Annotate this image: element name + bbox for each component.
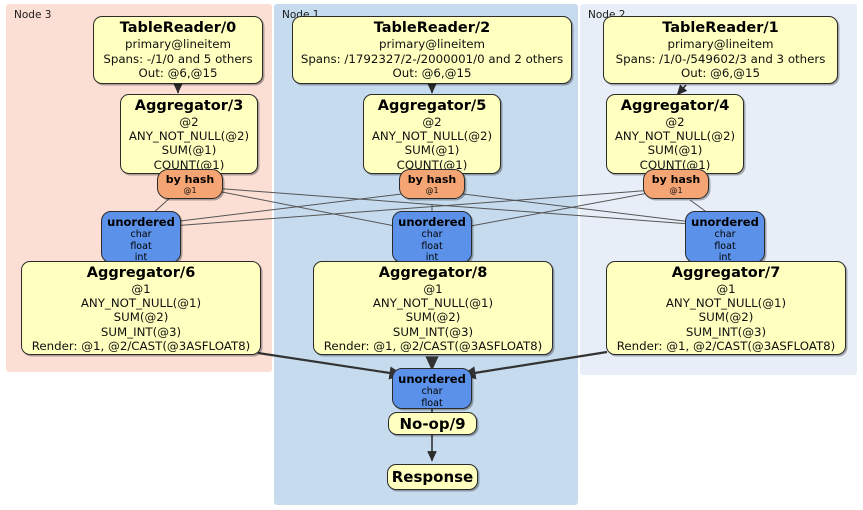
node-panel-label-node-3: Node 3 <box>14 9 52 21</box>
node-by-hash-left[interactable]: by hash @1 <box>157 169 223 199</box>
node-title: by hash <box>651 173 701 186</box>
node-line: float <box>714 240 736 252</box>
node-title: unordered <box>398 372 466 386</box>
node-line: @1 <box>183 186 197 195</box>
node-aggregator-7[interactable]: Aggregator/7 @1 ANY_NOT_NULL(@1) SUM(@2)… <box>606 261 846 355</box>
node-line: SUM_INT(@3) <box>685 324 767 339</box>
node-title: Aggregator/4 <box>620 98 730 114</box>
node-title: TableReader/0 <box>119 20 237 36</box>
node-line: Out: @6,@15 <box>392 66 472 80</box>
node-title: Aggregator/7 <box>671 265 781 281</box>
node-line: SUM_INT(@3) <box>100 324 182 339</box>
node-line: ANY_NOT_NULL(@1) <box>665 296 787 311</box>
node-line: primary@lineitem <box>667 37 774 51</box>
node-line: @1 <box>669 186 683 195</box>
node-line: ANY_NOT_NULL(@1) <box>80 296 202 311</box>
node-title: by hash <box>407 173 457 186</box>
node-title: No-op/9 <box>399 414 466 433</box>
node-unordered-final[interactable]: unordered char float <box>392 368 472 409</box>
node-unordered-right[interactable]: unordered char float int <box>685 211 765 263</box>
node-line: char <box>421 386 443 397</box>
node-line: Out: @6,@15 <box>138 66 218 80</box>
node-line: Out: @6,@15 <box>681 66 760 80</box>
node-line: Spans: -/1/0 and 5 others <box>103 51 253 66</box>
node-tablereader-0[interactable]: TableReader/0 primary@lineitem Spans: -/… <box>93 16 263 84</box>
node-line: @2 <box>422 115 442 129</box>
node-title: Aggregator/8 <box>378 265 488 281</box>
node-line: @2 <box>179 115 199 129</box>
node-line: Render: @1, @2/CAST(@3ASFLOAT8) <box>616 338 836 353</box>
node-line: COUNT(@1) <box>639 157 711 172</box>
node-line: COUNT(@1) <box>153 157 225 172</box>
node-line: SUM(@1) <box>161 143 217 158</box>
node-line: ANY_NOT_NULL(@2) <box>371 129 493 144</box>
node-line: @1 <box>131 282 151 296</box>
node-line: Spans: /1/0-/549602/3 and 3 others <box>615 51 826 66</box>
node-line: SUM(@2) <box>698 310 754 325</box>
node-line: @1 <box>716 282 736 296</box>
node-title: TableReader/2 <box>373 20 491 36</box>
node-title: TableReader/1 <box>662 20 779 36</box>
node-line: Render: @1, @2/CAST(@3ASFLOAT8) <box>323 338 543 353</box>
node-aggregator-4[interactable]: Aggregator/4 @2 ANY_NOT_NULL(@2) SUM(@1)… <box>606 94 744 174</box>
node-line: Render: @1, @2/CAST(@3ASFLOAT8) <box>31 338 251 353</box>
node-line: SUM(@1) <box>404 143 460 158</box>
node-line: COUNT(@1) <box>396 157 468 172</box>
node-line: @1 <box>423 282 443 296</box>
node-line: SUM_INT(@3) <box>392 324 474 339</box>
node-response[interactable]: Response <box>387 464 478 490</box>
node-title: Aggregator/3 <box>134 98 244 114</box>
node-aggregator-3[interactable]: Aggregator/3 @2 ANY_NOT_NULL(@2) SUM(@1)… <box>120 94 258 174</box>
node-aggregator-6[interactable]: Aggregator/6 @1 ANY_NOT_NULL(@1) SUM(@2)… <box>21 261 261 355</box>
node-title: Response <box>391 468 474 486</box>
node-line: char <box>421 229 443 240</box>
node-title: unordered <box>107 215 175 229</box>
node-line: float <box>130 240 152 252</box>
node-no-op-9[interactable]: No-op/9 <box>388 412 477 435</box>
node-line: int <box>425 252 439 263</box>
node-line: float <box>421 397 443 409</box>
node-line: @2 <box>665 115 685 129</box>
node-aggregator-8[interactable]: Aggregator/8 @1 ANY_NOT_NULL(@1) SUM(@2)… <box>313 261 553 355</box>
node-line: primary@lineitem <box>379 37 485 51</box>
node-unordered-middle[interactable]: unordered char float int <box>392 211 472 263</box>
node-line: char <box>714 229 736 240</box>
node-line: float <box>421 240 443 252</box>
node-aggregator-5[interactable]: Aggregator/5 @2 ANY_NOT_NULL(@2) SUM(@1)… <box>363 94 501 174</box>
node-line: ANY_NOT_NULL(@2) <box>614 129 736 144</box>
node-line: SUM(@2) <box>113 310 169 325</box>
node-title: by hash <box>165 173 215 186</box>
node-title: unordered <box>691 215 759 229</box>
node-line: SUM(@1) <box>647 143 703 158</box>
node-line: ANY_NOT_NULL(@2) <box>128 129 250 144</box>
node-line: SUM(@2) <box>405 310 461 325</box>
node-line: ANY_NOT_NULL(@1) <box>372 296 494 311</box>
node-by-hash-right[interactable]: by hash @1 <box>643 169 709 199</box>
node-line: char <box>130 229 152 240</box>
node-by-hash-middle[interactable]: by hash @1 <box>399 169 465 199</box>
node-title: Aggregator/5 <box>377 98 487 114</box>
node-line: Spans: /1792327/2-/2000001/0 and 2 other… <box>300 51 564 66</box>
node-line: @1 <box>425 186 439 195</box>
node-title: Aggregator/6 <box>86 265 196 281</box>
node-tablereader-2[interactable]: TableReader/2 primary@lineitem Spans: /1… <box>292 16 572 84</box>
node-line: int <box>134 252 148 263</box>
node-unordered-left[interactable]: unordered char float int <box>101 211 181 263</box>
node-line: primary@lineitem <box>125 37 231 51</box>
node-tablereader-1[interactable]: TableReader/1 primary@lineitem Spans: /1… <box>603 16 838 84</box>
node-line: int <box>718 252 732 263</box>
node-title: unordered <box>398 215 466 229</box>
